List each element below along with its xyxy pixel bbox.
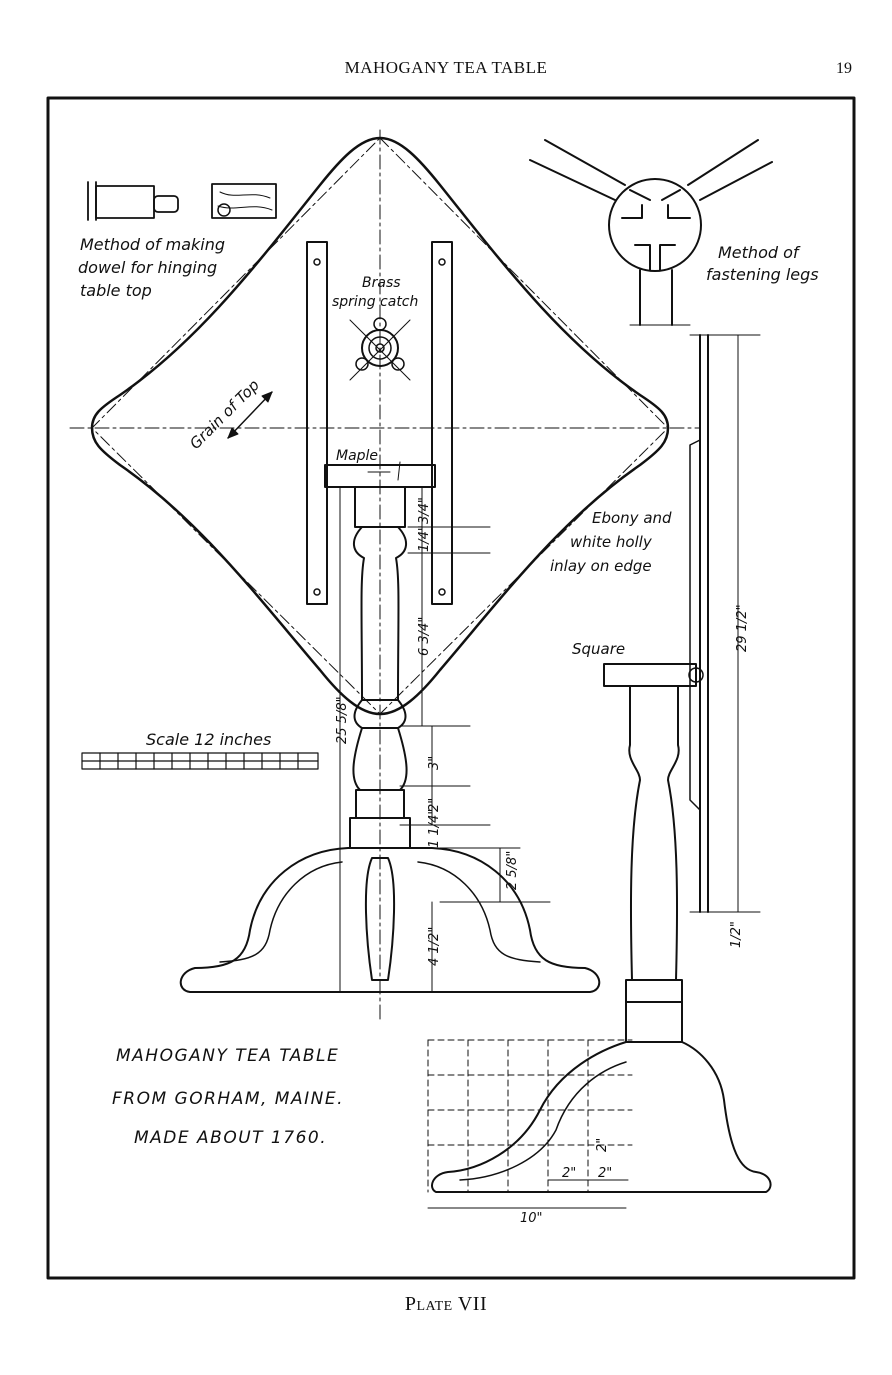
dim-2-vertical: 2" bbox=[595, 1138, 610, 1152]
front-dimensions bbox=[329, 486, 551, 993]
dowel-detail bbox=[87, 181, 277, 221]
brass-spring-catch bbox=[349, 317, 411, 381]
dowel-note-line2: dowel for hinging bbox=[78, 258, 217, 277]
dim-1-4: 1/4" bbox=[417, 525, 432, 552]
caption-line2: FROM GORHAM, MAINE. bbox=[112, 1089, 344, 1109]
dim-2-5-8: 2 5/8" bbox=[505, 851, 520, 890]
legs-note-line1: Method of bbox=[718, 243, 801, 262]
dim-3-4: 3/4" bbox=[417, 497, 432, 524]
inlay-note-line2: white holly bbox=[570, 533, 653, 551]
dim-6-3-4: 6 3/4" bbox=[417, 617, 432, 656]
maple-note: Maple bbox=[336, 448, 378, 464]
catch-note-line2: spring catch bbox=[332, 294, 418, 310]
dim-2-left: 2" bbox=[562, 1166, 576, 1181]
plate-label: Plate VII bbox=[404, 1293, 488, 1315]
dim-3: 3" bbox=[427, 756, 442, 770]
table-top-plan bbox=[69, 129, 701, 1021]
caption-line1: MAHOGANY TEA TABLE bbox=[116, 1046, 339, 1066]
inlay-note-line3: inlay on edge bbox=[550, 557, 652, 575]
dowel-note-line1: Method of making bbox=[80, 235, 225, 254]
scale-bar bbox=[81, 752, 319, 770]
dim-29-1-2: 29 1/2" bbox=[735, 604, 750, 652]
running-title: MAHOGANY TEA TABLE bbox=[344, 58, 548, 77]
legs-fastening-detail bbox=[529, 139, 773, 326]
page-number: 19 bbox=[836, 60, 852, 77]
dim-1-1-4: 1 1/4" bbox=[427, 809, 442, 848]
side-elevation bbox=[427, 334, 772, 1209]
legs-note-line2: fastening legs bbox=[706, 265, 819, 284]
scale-note: Scale 12 inches bbox=[146, 730, 271, 749]
dim-2: 2" bbox=[427, 798, 442, 812]
catch-note-line1: Brass bbox=[362, 275, 401, 291]
dowel-note-line3: table top bbox=[80, 281, 152, 300]
plate-border bbox=[46, 96, 856, 1280]
dim-4-1-2: 4 1/2" bbox=[427, 927, 442, 966]
dim-10: 10" bbox=[520, 1211, 543, 1226]
dim-2-right: 2" bbox=[598, 1166, 612, 1181]
square-note: Square bbox=[572, 640, 625, 658]
caption-line3: MADE ABOUT 1760. bbox=[134, 1128, 327, 1148]
dim-1-2: 1/2" bbox=[729, 921, 744, 948]
dim-25-5-8: 25 5/8" bbox=[335, 696, 350, 744]
inlay-note-line1: Ebony and bbox=[592, 509, 672, 527]
